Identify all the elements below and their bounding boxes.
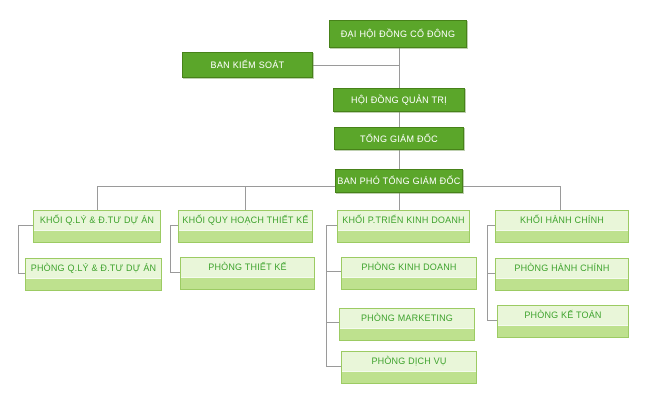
connector-line — [170, 225, 178, 226]
org-node-administration-dept: PHÒNG HÀNH CHÍNH — [495, 258, 629, 291]
org-node-label: BAN PHÓ TỔNG GIÁM ĐỐC — [337, 176, 461, 186]
node-footer-strip — [342, 371, 476, 383]
org-node-label: KHỐI Q.LÝ & Đ.TƯ DỰ ÁN — [39, 215, 155, 225]
connector-line — [487, 225, 495, 226]
connector-line — [18, 225, 19, 273]
node-footer-strip — [496, 278, 628, 290]
node-footer-strip — [498, 325, 628, 337]
org-node-label: KHỐI QUY HOẠCH THIẾT KẾ — [182, 215, 309, 225]
org-node-planning-design-division: KHỐI QUY HOẠCH THIẾT KẾ — [178, 210, 313, 243]
org-node-label: PHÒNG HÀNH CHÍNH — [514, 263, 610, 273]
connector-line — [399, 48, 400, 88]
org-node-label: PHÒNG Q.LÝ & Đ.TƯ DỰ ÁN — [30, 263, 157, 273]
node-footer-strip — [340, 328, 474, 340]
org-node-label: PHÒNG THIẾT KẾ — [208, 262, 287, 272]
connector-line — [326, 366, 341, 367]
node-footer-strip — [34, 230, 160, 242]
node-footer-strip — [181, 277, 314, 289]
connector-line — [560, 186, 561, 210]
connector-line — [326, 322, 339, 323]
org-node-board-of-directors: HỘI ĐỒNG QUẢN TRỊ — [333, 88, 465, 112]
connector-line — [326, 225, 327, 366]
connector-line — [399, 150, 400, 169]
org-node-label: PHÒNG KINH DOANH — [361, 262, 457, 272]
org-node-administration-division: KHỐI HÀNH CHÍNH — [495, 210, 629, 243]
org-node-label: PHÒNG KẾ TOÁN — [524, 310, 602, 320]
connector-line — [487, 273, 495, 274]
connector-line — [399, 193, 400, 210]
connector-line — [326, 271, 341, 272]
org-node-accounting-dept: PHÒNG KẾ TOÁN — [497, 305, 629, 338]
org-node-design-dept: PHÒNG THIẾT KẾ — [180, 257, 315, 290]
org-node-services-dept: PHÒNG DỊCH VỤ — [341, 351, 477, 384]
org-node-supervisory-board: BAN KIỂM SOÁT — [182, 52, 313, 78]
connector-line — [97, 186, 335, 187]
connector-line — [170, 225, 171, 272]
org-node-label: TỔNG GIÁM ĐỐC — [360, 133, 438, 144]
org-node-project-mgmt-investment-dept: PHÒNG Q.LÝ & Đ.TƯ DỰ ÁN — [25, 258, 162, 291]
org-node-label: KHỐI P.TRIỂN KINH DOANH — [342, 215, 465, 225]
node-footer-strip — [338, 230, 469, 242]
org-node-general-director: TỔNG GIÁM ĐỐC — [334, 127, 464, 150]
org-node-project-mgmt-investment-division: KHỐI Q.LÝ & Đ.TƯ DỰ ÁN — [33, 210, 161, 243]
connector-line — [487, 225, 488, 320]
org-node-deputy-general-directors: BAN PHÓ TỔNG GIÁM ĐỐC — [335, 169, 463, 193]
connector-line — [245, 186, 246, 210]
org-node-label: PHÒNG DỊCH VỤ — [371, 356, 447, 366]
connector-line — [18, 273, 25, 274]
org-node-label: HỘI ĐỒNG QUẢN TRỊ — [351, 95, 447, 105]
connector-line — [399, 112, 400, 127]
org-node-business-development-division: KHỐI P.TRIỂN KINH DOANH — [337, 210, 470, 243]
node-footer-strip — [179, 230, 312, 242]
node-footer-strip — [496, 230, 628, 242]
org-node-label: KHỐI HÀNH CHÍNH — [519, 215, 604, 225]
connector-line — [97, 186, 98, 210]
org-node-label: PHÒNG MARKETING — [360, 313, 453, 323]
connector-line — [463, 186, 560, 187]
connector-line — [170, 272, 180, 273]
node-footer-strip — [342, 277, 476, 289]
connector-line — [313, 65, 399, 66]
org-node-marketing-dept: PHÒNG MARKETING — [339, 308, 475, 341]
org-node-label: BAN KIỂM SOÁT — [210, 60, 285, 70]
connector-line — [326, 225, 337, 226]
org-node-business-dept: PHÒNG KINH DOANH — [341, 257, 477, 290]
connector-line — [18, 225, 33, 226]
connector-line — [487, 320, 497, 321]
org-node-label: ĐẠI HỘI ĐỒNG CỔ ĐÔNG — [340, 29, 456, 39]
org-node-shareholders-meeting: ĐẠI HỘI ĐỒNG CỔ ĐÔNG — [329, 20, 467, 48]
node-footer-strip — [26, 278, 161, 290]
